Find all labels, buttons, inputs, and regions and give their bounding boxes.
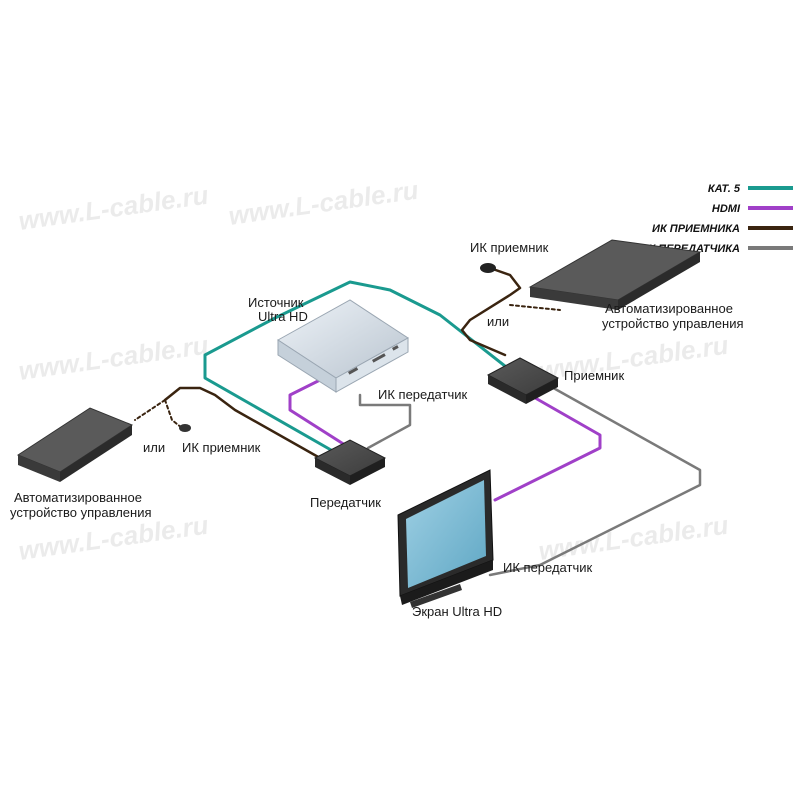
watermark-text: www.L-cable.ru (17, 330, 211, 386)
watermark-text: www.L-cable.ru (227, 175, 421, 231)
ir-receiver-left-label: ИК приемник (182, 440, 261, 455)
ir-receiver-cable-left-branch (164, 399, 183, 429)
legend-label: ИК ПРИЕМНИКА (652, 223, 740, 235)
hdmi-cable-source (288, 378, 347, 447)
cables (134, 266, 702, 577)
automation-right-label-line2: устройство управления (602, 316, 744, 331)
source-device (277, 299, 409, 393)
receiver-device (486, 357, 560, 404)
legend-item-cat5: КАТ. 5 (708, 183, 793, 195)
or-left-label: или (143, 440, 165, 455)
automation-left-label-line1: Автоматизированное (14, 490, 142, 505)
watermark-text: www.L-cable.ru (17, 180, 211, 236)
hdmi-cable-display (493, 393, 602, 502)
legend: КАТ. 5 HDMI ИК ПРИЕМНИКА ИК ПЕРЕДАТЧИКА (640, 183, 793, 255)
ir-transmitter-cable-display (488, 383, 702, 577)
display-device (397, 469, 494, 608)
ir-transmitter-cable-source (358, 393, 412, 450)
ir-transmitter-display-label: ИК передатчик (503, 560, 592, 575)
automation-device-left (16, 407, 134, 482)
receiver-label: Приемник (564, 368, 624, 383)
ir-receiver-cable-right (460, 266, 522, 357)
legend-label: HDMI (712, 203, 741, 215)
ir-transmitter-source-label: ИК передатчик (378, 387, 467, 402)
automation-right-label-line1: Автоматизированное (605, 301, 733, 316)
ir-receiver-cable-left-dotted (134, 399, 166, 421)
cat5-cable (203, 280, 512, 460)
ir-receiver-top-label: ИК приемник (470, 240, 549, 255)
ir-receiver-eye-left (179, 424, 191, 432)
ir-receiver-eye-right (480, 263, 496, 273)
labels: Источник Ultra HD ИК передатчик Приемник… (10, 240, 744, 619)
automation-left-label-line2: устройство управления (10, 505, 152, 520)
transmitter-device (313, 439, 387, 485)
automation-device-right (528, 239, 702, 310)
legend-label: КАТ. 5 (708, 183, 741, 195)
ir-receiver-cable-right-dotted (509, 304, 561, 311)
source-label-line1: Источник (248, 295, 304, 310)
legend-item-ir-receiver: ИК ПРИЕМНИКА (652, 223, 793, 235)
legend-item-hdmi: HDMI (712, 203, 793, 215)
transmitter-label: Передатчик (310, 495, 381, 510)
or-top-label: или (487, 314, 509, 329)
display-label: Экран Ultra HD (412, 604, 502, 619)
ir-receiver-cable-left (163, 386, 322, 460)
source-label-line2: Ultra HD (258, 309, 308, 324)
